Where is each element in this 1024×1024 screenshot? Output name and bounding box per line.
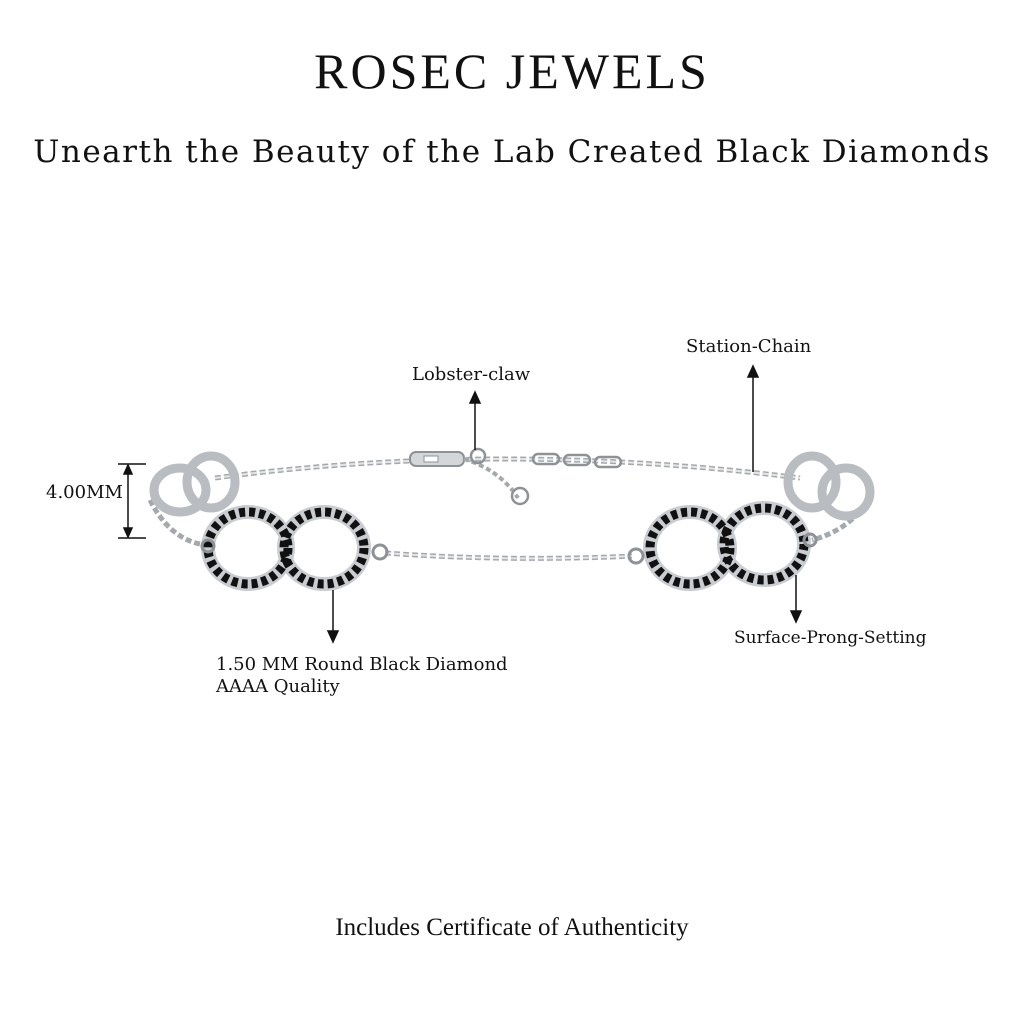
dimension-label: 4.00MM [46,482,123,503]
tagline: Unearth the Beauty of the Lab Created Bl… [33,134,991,170]
certificate-note: Includes Certificate of Authenticity [335,914,689,941]
front-right-infinity [627,501,818,591]
stone-spec-label: 1.50 MM Round Black Diamond [216,654,508,675]
lobster-claw-clasp [409,447,530,506]
dimension-marker [118,463,146,539]
brand-title: ROSEC JEWELS [314,43,710,99]
quality-label: AAAA Quality [216,676,340,697]
station-links [531,452,623,469]
back-right-infinity [783,451,875,521]
back-left-infinity [149,451,240,517]
setting-label: Surface-Prong-Setting [734,628,927,648]
setting-arrow [789,575,803,624]
station-chain-arrow [746,364,760,472]
station-chain-label: Station-Chain [686,336,812,357]
lobster-claw-label: Lobster-claw [412,364,531,385]
stone-arrow [326,590,340,644]
front-left-infinity [200,505,389,591]
lobster-claw-arrow [468,390,482,450]
